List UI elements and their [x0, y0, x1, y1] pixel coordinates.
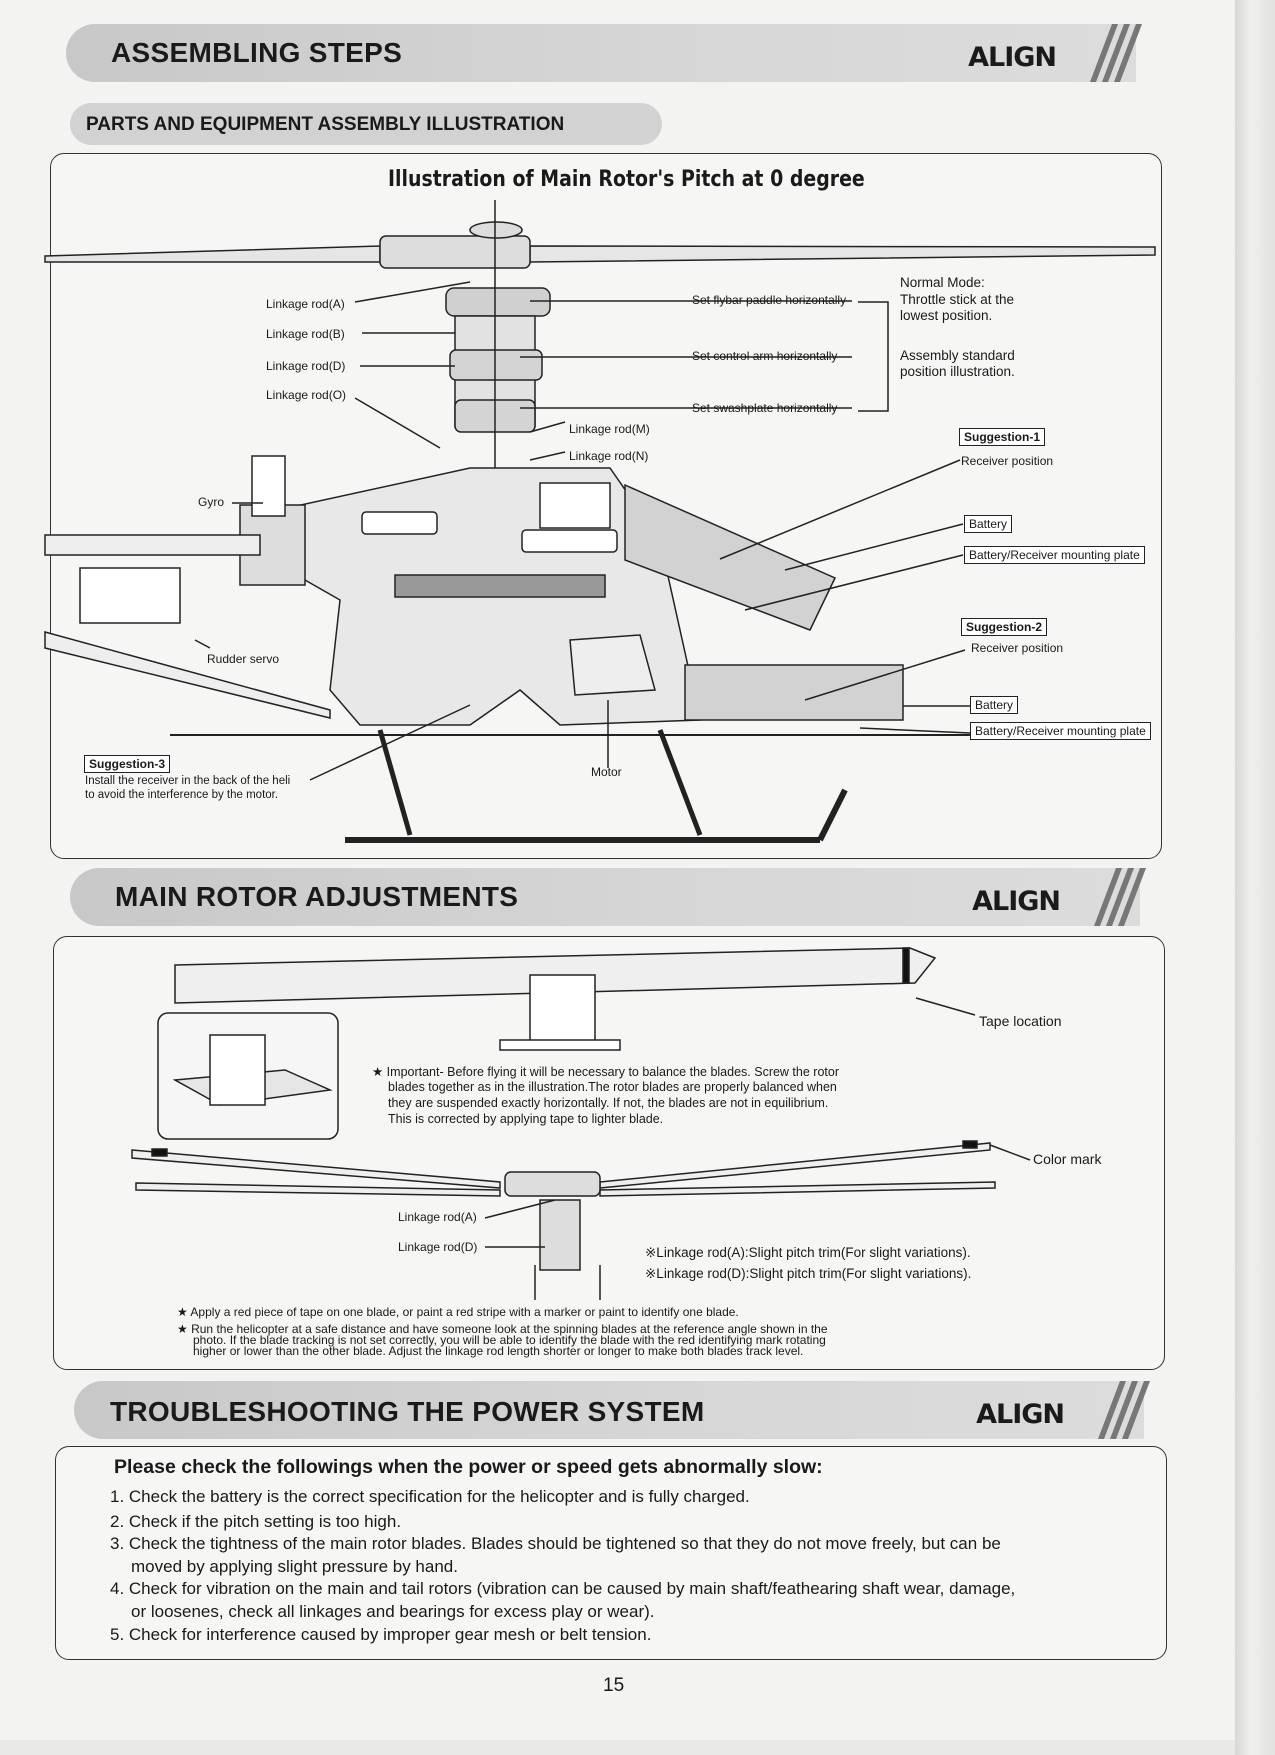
section-title: ASSEMBLING STEPS [111, 37, 403, 68]
suggestion-3-line2: to avoid the interference by the motor. [85, 789, 279, 801]
label-swashplate: Set swashplate horizontally [692, 401, 838, 415]
section-banner-main-rotor: MAIN ROTOR ADJUSTMENTS ALIGN [70, 868, 1146, 926]
page-edge [1235, 0, 1275, 1755]
suggestion-2-tag: Suggestion-2 [961, 618, 1048, 636]
note-linkage-rod-a: ※Linkage rod(A):Slight pitch trim(For sl… [645, 1245, 971, 1260]
tracking-bullet-2-line3: higher or lower than the other blade. Ad… [193, 1344, 804, 1358]
troubleshooting-item-1: 1. Check the battery is the correct spec… [110, 1487, 750, 1506]
troubleshooting-box [55, 1446, 1167, 1660]
label-rotor-linkage-rod-a: Linkage rod(A) [398, 1210, 477, 1224]
suggestion-3-line1: Install the receiver in the back of the … [85, 775, 291, 787]
label-gyro: Gyro [198, 495, 225, 509]
note-linkage-rod-d: ※Linkage rod(D):Slight pitch trim(For sl… [645, 1266, 972, 1281]
suggestion-2-plate: Battery/Receiver mounting plate [970, 722, 1151, 740]
section-title: MAIN ROTOR ADJUSTMENTS [115, 881, 519, 912]
standard-position-line1: Assembly standard [900, 348, 1015, 363]
normal-mode-line1: Normal Mode: [900, 275, 985, 290]
subheader: PARTS AND EQUIPMENT ASSEMBLY ILLUSTRATIO… [70, 103, 662, 145]
troubleshooting-heading: Please check the followings when the pow… [114, 1456, 823, 1478]
label-linkage-rod-n: Linkage rod(N) [569, 449, 649, 463]
troubleshooting-item-2: 2. Check if the pitch setting is too hig… [110, 1512, 402, 1531]
align-logo: ALIGN [968, 42, 1057, 73]
page-number: 15 [603, 1675, 625, 1696]
label-color-mark: Color mark [1033, 1151, 1102, 1167]
label-rotor-linkage-rod-d: Linkage rod(D) [398, 1240, 478, 1254]
important-line3: they are suspended exactly horizontally.… [388, 1096, 829, 1110]
label-rudder-servo: Rudder servo [207, 652, 280, 666]
label-linkage-rod-d: Linkage rod(D) [266, 359, 346, 373]
troubleshooting-item-4: 4. Check for vibration on the main and t… [110, 1579, 1016, 1598]
section-banner-troubleshooting: TROUBLESHOOTING THE POWER SYSTEM ALIGN [74, 1381, 1150, 1439]
important-line4: This is corrected by applying tape to li… [388, 1112, 664, 1126]
suggestion-2-battery: Battery [970, 696, 1019, 714]
standard-position-line2: position illustration. [900, 364, 1015, 379]
tracking-bullet-2-line2: photo. If the blade tracking is not set … [193, 1333, 826, 1347]
section-title: TROUBLESHOOTING THE POWER SYSTEM [110, 1396, 705, 1427]
normal-mode-line2: Throttle stick at the [900, 292, 1015, 307]
troubleshooting-item-5: 5. Check for interference caused by impr… [110, 1625, 652, 1644]
troubleshooting-item-3-cont: moved by applying slight pressure by han… [131, 1557, 458, 1576]
troubleshooting-item-4-cont: or loosenes, check all linkages and bear… [131, 1602, 655, 1621]
label-linkage-rod-b: Linkage rod(B) [266, 327, 345, 341]
label-linkage-rod-m: Linkage rod(M) [569, 422, 650, 436]
stripes-icon [1090, 24, 1142, 82]
label-control-arm: Set control arm horizontally [692, 349, 838, 363]
tracking-bullet-2-line1: ★ Run the helicopter at a safe distance … [177, 1322, 828, 1336]
label-flybar: Set flybar paddle horizontally [692, 293, 847, 307]
important-line2: blades together as in the illustration.T… [388, 1080, 837, 1094]
section-banner-assembling: ASSEMBLING STEPS ALIGN [66, 24, 1142, 82]
label-linkage-rod-o: Linkage rod(O) [266, 388, 347, 402]
suggestion-3-tag: Suggestion-3 [84, 755, 171, 773]
label-motor: Motor [591, 765, 622, 779]
suggestion-1-battery: Battery [964, 515, 1013, 533]
illustration-title: Illustration of Main Rotor's Pitch at 0 … [388, 167, 865, 192]
stripes-icon [1094, 868, 1146, 926]
suggestion-1-plate: Battery/Receiver mounting plate [964, 546, 1145, 564]
label-linkage-rod-a: Linkage rod(A) [266, 297, 345, 311]
align-logo: ALIGN [972, 886, 1061, 917]
suggestion-1-tag: Suggestion-1 [959, 428, 1046, 446]
suggestion-2-receiver: Receiver position [971, 641, 1064, 655]
important-line1: ★ Important- Before flying it will be ne… [372, 1065, 839, 1079]
stripes-icon [1098, 1381, 1150, 1439]
tracking-bullet-1: ★ Apply a red piece of tape on one blade… [177, 1305, 739, 1319]
normal-mode-line3: lowest position. [900, 308, 993, 323]
align-logo: ALIGN [976, 1399, 1065, 1430]
suggestion-1-receiver: Receiver position [961, 454, 1054, 468]
troubleshooting-item-3: 3. Check the tightness of the main rotor… [110, 1534, 1001, 1553]
label-tape-location: Tape location [979, 1013, 1062, 1029]
